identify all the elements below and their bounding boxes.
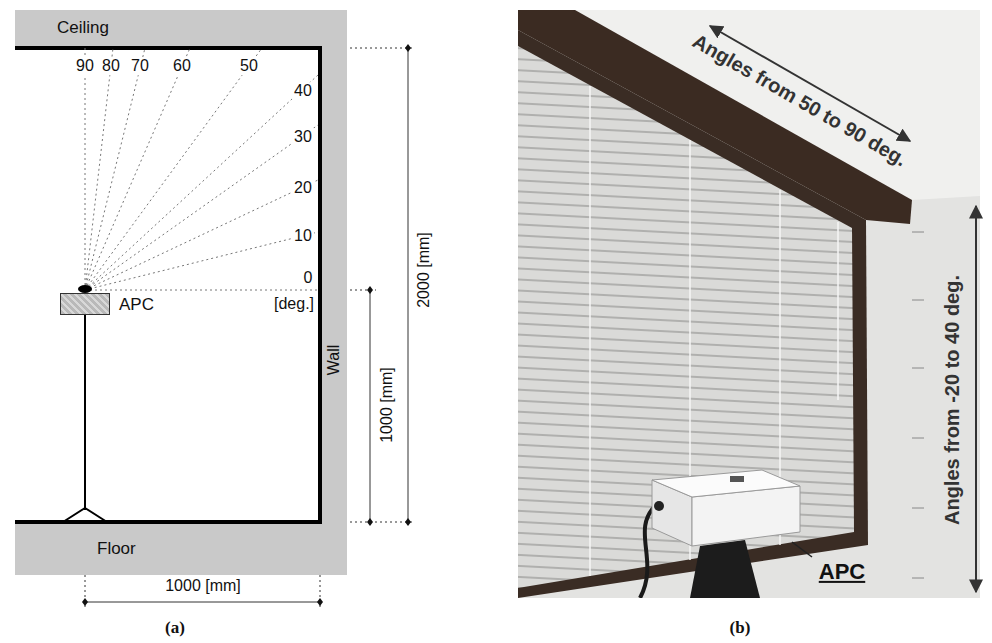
dimension-line xyxy=(370,290,371,522)
wall-surface xyxy=(518,10,980,598)
scale-tick xyxy=(912,438,924,439)
dimension-label: 1000 [mm] xyxy=(165,577,241,595)
panel-label: (b) xyxy=(730,619,751,638)
blind-cord xyxy=(589,86,591,576)
device-top xyxy=(652,470,800,497)
dimension-tick xyxy=(82,598,88,606)
angle-label: 70 xyxy=(129,57,151,75)
range-annotation: Angles from -20 to 40 deg. xyxy=(941,275,963,525)
dimension-label: 1000 [mm] xyxy=(378,367,396,443)
dimension-tick xyxy=(405,518,411,526)
range-arrow xyxy=(710,26,910,141)
band-label: Wall xyxy=(325,345,343,376)
angle-line xyxy=(85,125,318,290)
device-label: APC xyxy=(819,560,865,584)
panel-label: (a) xyxy=(165,619,185,638)
tripod-legs xyxy=(63,508,107,522)
wall-scale xyxy=(912,232,924,578)
dimension-tick xyxy=(367,518,373,526)
angle-line xyxy=(85,232,318,290)
angle-line xyxy=(85,290,318,291)
scale-tick xyxy=(912,232,924,233)
tripod-head xyxy=(690,540,760,598)
range-arrow xyxy=(975,206,977,592)
band-label: Ceiling xyxy=(57,19,109,38)
band-label: Floor xyxy=(97,540,136,559)
angle-line xyxy=(85,180,318,290)
angle-line xyxy=(85,48,86,290)
angle-label: 10 xyxy=(292,227,314,245)
dimension-line xyxy=(85,602,320,603)
blind-cords xyxy=(590,86,838,576)
room-section xyxy=(15,46,322,524)
angle-label: 20 xyxy=(292,179,314,197)
wall-band: Wall xyxy=(322,10,347,575)
sensor-head xyxy=(78,285,92,293)
floor-band: Floor xyxy=(15,524,322,575)
scale-tick xyxy=(912,578,924,579)
part-label: APC xyxy=(119,296,154,315)
angle-line xyxy=(85,48,113,290)
device-connector xyxy=(654,501,664,511)
leader-line xyxy=(792,542,812,557)
angle-label: 30 xyxy=(292,128,314,146)
scale-tick xyxy=(912,508,924,509)
angle-label: 50 xyxy=(238,57,260,75)
angle-label: 90 xyxy=(74,57,96,75)
angle-line xyxy=(85,75,318,290)
angle-line xyxy=(85,48,190,290)
dimension-tick xyxy=(405,44,411,52)
ceiling-line xyxy=(15,46,322,50)
apc-box: APC xyxy=(60,293,110,315)
angle-line xyxy=(85,48,262,290)
window-blinds xyxy=(518,46,854,588)
angle-label: 60 xyxy=(171,57,193,75)
dimension-ticks xyxy=(82,44,411,606)
stand-pole xyxy=(84,315,86,510)
blind-cord xyxy=(837,222,839,400)
ceiling-band: Ceiling xyxy=(15,10,322,46)
scale-tick xyxy=(912,368,924,369)
dimension-label: 2000 [mm] xyxy=(415,232,433,308)
scale-tick xyxy=(912,300,924,301)
angle-line xyxy=(85,48,145,290)
extension-line xyxy=(345,48,414,49)
dimension-tick xyxy=(367,286,373,294)
unit-label: [deg.] xyxy=(272,295,316,313)
device-sensor xyxy=(730,476,744,482)
extension-line xyxy=(345,522,414,523)
angle-label: 80 xyxy=(100,57,122,75)
dimension-tick xyxy=(317,598,323,606)
angle-label: 40 xyxy=(292,82,314,100)
angle-lines xyxy=(85,48,318,290)
angle-label: 0 xyxy=(302,269,315,287)
room-photo xyxy=(518,10,980,598)
dimension-line xyxy=(408,48,409,522)
